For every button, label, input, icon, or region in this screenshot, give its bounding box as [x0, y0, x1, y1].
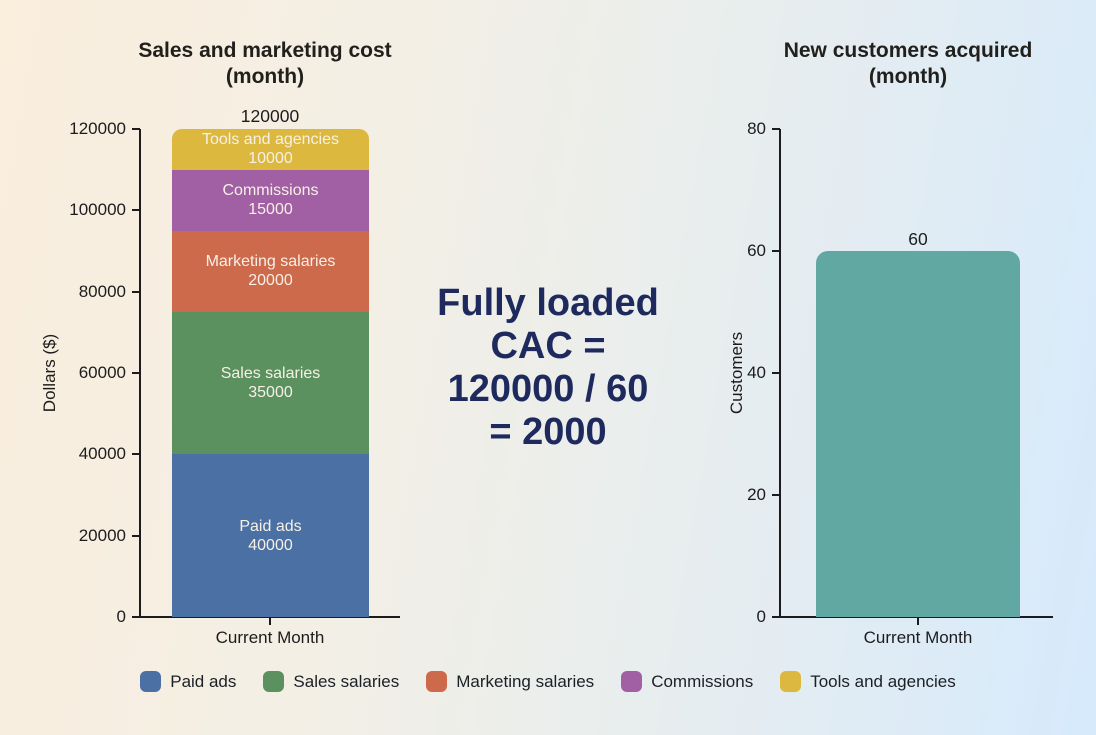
segment-value-label: 20000	[248, 272, 293, 290]
legend-label: Paid ads	[170, 671, 237, 691]
legend-swatch	[780, 671, 802, 692]
segment-value-label: 40000	[248, 536, 293, 554]
customers-bar-value-label: 60	[908, 229, 928, 249]
legend-item-paid-ads: Paid ads	[140, 671, 236, 692]
segment-value-label: 15000	[248, 201, 293, 219]
y-tick-label: 60000	[78, 363, 126, 382]
legend-item-tools-and-agencies: Tools and agencies	[780, 671, 956, 692]
cac-formula-line3: 120000 / 60	[447, 368, 649, 410]
y-tick-label: 20000	[78, 525, 126, 545]
cac-formula-line1: Fully loaded	[437, 282, 659, 324]
cost-x-tick	[269, 618, 271, 625]
segment-name-label: Commissions	[222, 182, 319, 200]
cost-total-label: 120000	[240, 106, 300, 126]
customers-chart-title: New customers acquired (month)	[708, 38, 1096, 90]
bar-segment-customers	[816, 251, 1020, 617]
segment-name-label: Paid ads	[239, 517, 302, 535]
segment-value-label: 10000	[248, 150, 293, 168]
segment-name-label: Tools and agencies	[202, 131, 339, 149]
y-tick-mark	[132, 616, 140, 618]
y-tick-label: 120000	[69, 119, 126, 138]
y-tick-mark	[132, 290, 140, 293]
customers-x-axis-line	[773, 616, 1053, 618]
y-tick-mark	[132, 209, 140, 212]
legend-item-sales-salaries: Sales salaries	[263, 671, 399, 692]
y-tick-mark	[772, 494, 780, 496]
cac-formula-note: Fully loaded CAC = 120000 / 60 = 2000	[398, 282, 698, 454]
cac-formula-line4: = 2000	[489, 411, 607, 453]
legend-item-marketing-salaries: Marketing salaries	[426, 671, 594, 692]
legend: Paid ads Sales salaries Marketing salaries…	[0, 671, 1096, 692]
segment-name-label: Sales salaries	[220, 365, 321, 383]
y-tick-mark	[772, 250, 780, 252]
y-tick-mark	[132, 534, 140, 537]
y-tick-label: 60	[747, 241, 766, 260]
customers-x-category-label: Current Month	[863, 628, 973, 647]
y-tick-label: 40000	[78, 444, 126, 464]
y-tick-mark	[772, 372, 780, 374]
customers-x-tick	[917, 618, 919, 625]
y-tick-label: 100000	[69, 200, 126, 220]
y-tick-mark	[772, 616, 780, 618]
y-tick-label: 80000	[78, 281, 126, 301]
legend-swatch	[426, 671, 448, 692]
legend-swatch	[140, 671, 162, 692]
legend-label: Sales salaries	[293, 671, 400, 691]
y-tick-label: 0	[756, 607, 766, 626]
cost-y-axis-line	[139, 129, 141, 618]
cost-chart-title-line1: Sales and marketing cost	[138, 39, 392, 62]
legend-swatch	[621, 671, 643, 692]
y-tick-label: 0	[116, 607, 126, 626]
y-tick-label: 20	[747, 485, 766, 504]
cost-chart-title-line2: (month)	[225, 65, 305, 88]
legend-label: Marketing salaries	[456, 671, 595, 691]
legend-label: Tools and agencies	[810, 671, 956, 691]
segment-name-label: Marketing salaries	[205, 253, 336, 271]
y-tick-label: 80	[747, 119, 766, 138]
legend-item-commissions: Commissions	[621, 671, 753, 692]
customers-chart-title-line1: New customers acquired	[783, 39, 1033, 62]
cac-formula-line2: CAC =	[490, 325, 606, 367]
y-tick-label: 40	[747, 363, 766, 382]
legend-swatch	[263, 671, 285, 692]
y-tick-mark	[772, 128, 780, 130]
y-tick-mark	[132, 128, 140, 130]
segment-value-label: 35000	[248, 384, 293, 402]
y-tick-mark	[132, 453, 140, 456]
legend-label: Commissions	[651, 671, 754, 691]
cost-chart-title: Sales and marketing cost (month)	[65, 38, 465, 90]
y-tick-mark	[132, 372, 140, 374]
customers-chart-title-line2: (month)	[868, 65, 948, 88]
cost-x-axis-line	[133, 616, 400, 618]
customers-y-axis-line	[779, 129, 781, 618]
cost-x-category-label: Current Month	[215, 628, 325, 647]
